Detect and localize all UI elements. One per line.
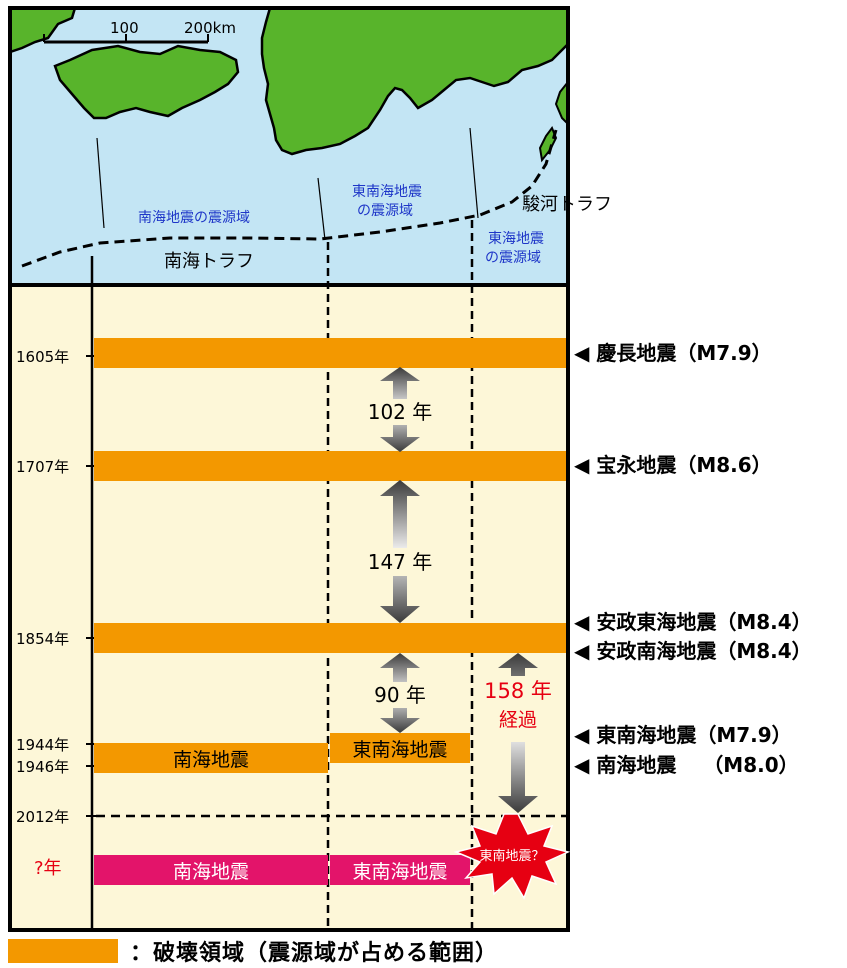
interval-arrow-90: 90 年 (372, 653, 428, 733)
interval-arrow-147: 147 年 (368, 480, 433, 623)
rupture-bar-1854 (94, 623, 566, 653)
year-label-1944: 1944年 (16, 736, 69, 754)
land-shikoku (53, 44, 240, 120)
tonankai-source-region-label-2: の震源域 (357, 203, 413, 219)
timeline-panel: 南海地震 東南海地震 南海地震 東南海地震 102 年 147 年 90 年 1… (8, 220, 571, 932)
map-panel: 100 200km 南海地震の震源域 東南海地震 の震源域 東海地震 の震源域 … (8, 6, 612, 287)
rupture-bar-1946-nankai (94, 743, 328, 773)
event-hoei: ◀ 宝永地震（M8.6） (574, 453, 772, 477)
legend: ：破壊領域（震源域が占める範囲） (8, 937, 499, 966)
map-divider-2 (469, 127, 479, 219)
interval-label-147: 147 年 (368, 550, 433, 574)
year-label-2012: 2012年 (16, 808, 69, 826)
bar-label-tonankai-1944: 東南海地震 (352, 739, 447, 761)
elapsed-label-keika: 経過 (499, 709, 537, 731)
land-kii-honshu (260, 6, 570, 156)
year-label-unknown: ?年 (34, 858, 62, 879)
interval-label-102: 102 年 (368, 400, 433, 424)
future-tokai-burst: 東南地震？ (453, 813, 571, 900)
event-labels: ◀ 慶長地震（M7.9） ◀ 宝永地震（M8.6） ◀ 安政東海地震（M8.4）… (574, 341, 812, 777)
elapsed-arrow-158: 158 年 経過 (476, 653, 560, 813)
year-label-1605: 1605年 (16, 348, 69, 366)
future-label-nankai: 南海地震 (173, 861, 249, 883)
scale-label-100: 100 (110, 19, 139, 37)
scale-bar: 100 200km (43, 19, 236, 44)
map-divider-1 (317, 177, 326, 241)
event-ansei-nankai: ◀ 安政南海地震（M8.4） (574, 639, 812, 663)
year-label-1707: 1707年 (16, 458, 69, 476)
scale-label-200: 200km (184, 19, 236, 37)
map-divider-west (96, 137, 105, 229)
bar-label-nankai-1946: 南海地震 (173, 749, 249, 771)
future-label-tokai: 東南地震？ (479, 848, 544, 864)
tokai-source-region-label-2: の震源域 (485, 250, 541, 266)
timeline-background (8, 283, 570, 932)
legend-text: ：破壊領域（震源域が占める範囲） (130, 941, 499, 966)
future-bar-tonankai (330, 855, 470, 885)
rupture-bar-1707 (94, 451, 566, 481)
future-label-tonankai: 東南海地震 (352, 861, 447, 883)
land-western-island (8, 6, 77, 54)
event-ansei-tokai: ◀ 安政東海地震（M8.4） (574, 610, 812, 634)
tonankai-source-region-label-1: 東南海地震 (352, 184, 422, 200)
year-label-1946: 1946年 (16, 758, 69, 776)
nankai-source-region-label: 南海地震の震源域 (138, 210, 250, 226)
legend-swatch (8, 939, 118, 963)
nankai-trough-line (21, 129, 558, 268)
tokai-source-region-label-1: 東海地震 (488, 231, 544, 247)
interval-label-90: 90 年 (374, 683, 426, 707)
rupture-bar-1944-tonankai (330, 733, 470, 763)
event-nankai: ◀ 南海地震 （M8.0） (574, 753, 799, 777)
nankai-trough-label: 南海トラフ (164, 251, 254, 272)
rupture-bar-1605 (94, 338, 566, 368)
year-label-1854: 1854年 (16, 630, 69, 648)
elapsed-label-158: 158 年 (484, 679, 552, 703)
interval-arrow-102: 102 年 (368, 367, 433, 452)
event-keicho: ◀ 慶長地震（M7.9） (574, 341, 772, 365)
event-tonankai: ◀ 東南海地震（M7.9） (574, 723, 792, 747)
future-bar-nankai (94, 855, 328, 885)
